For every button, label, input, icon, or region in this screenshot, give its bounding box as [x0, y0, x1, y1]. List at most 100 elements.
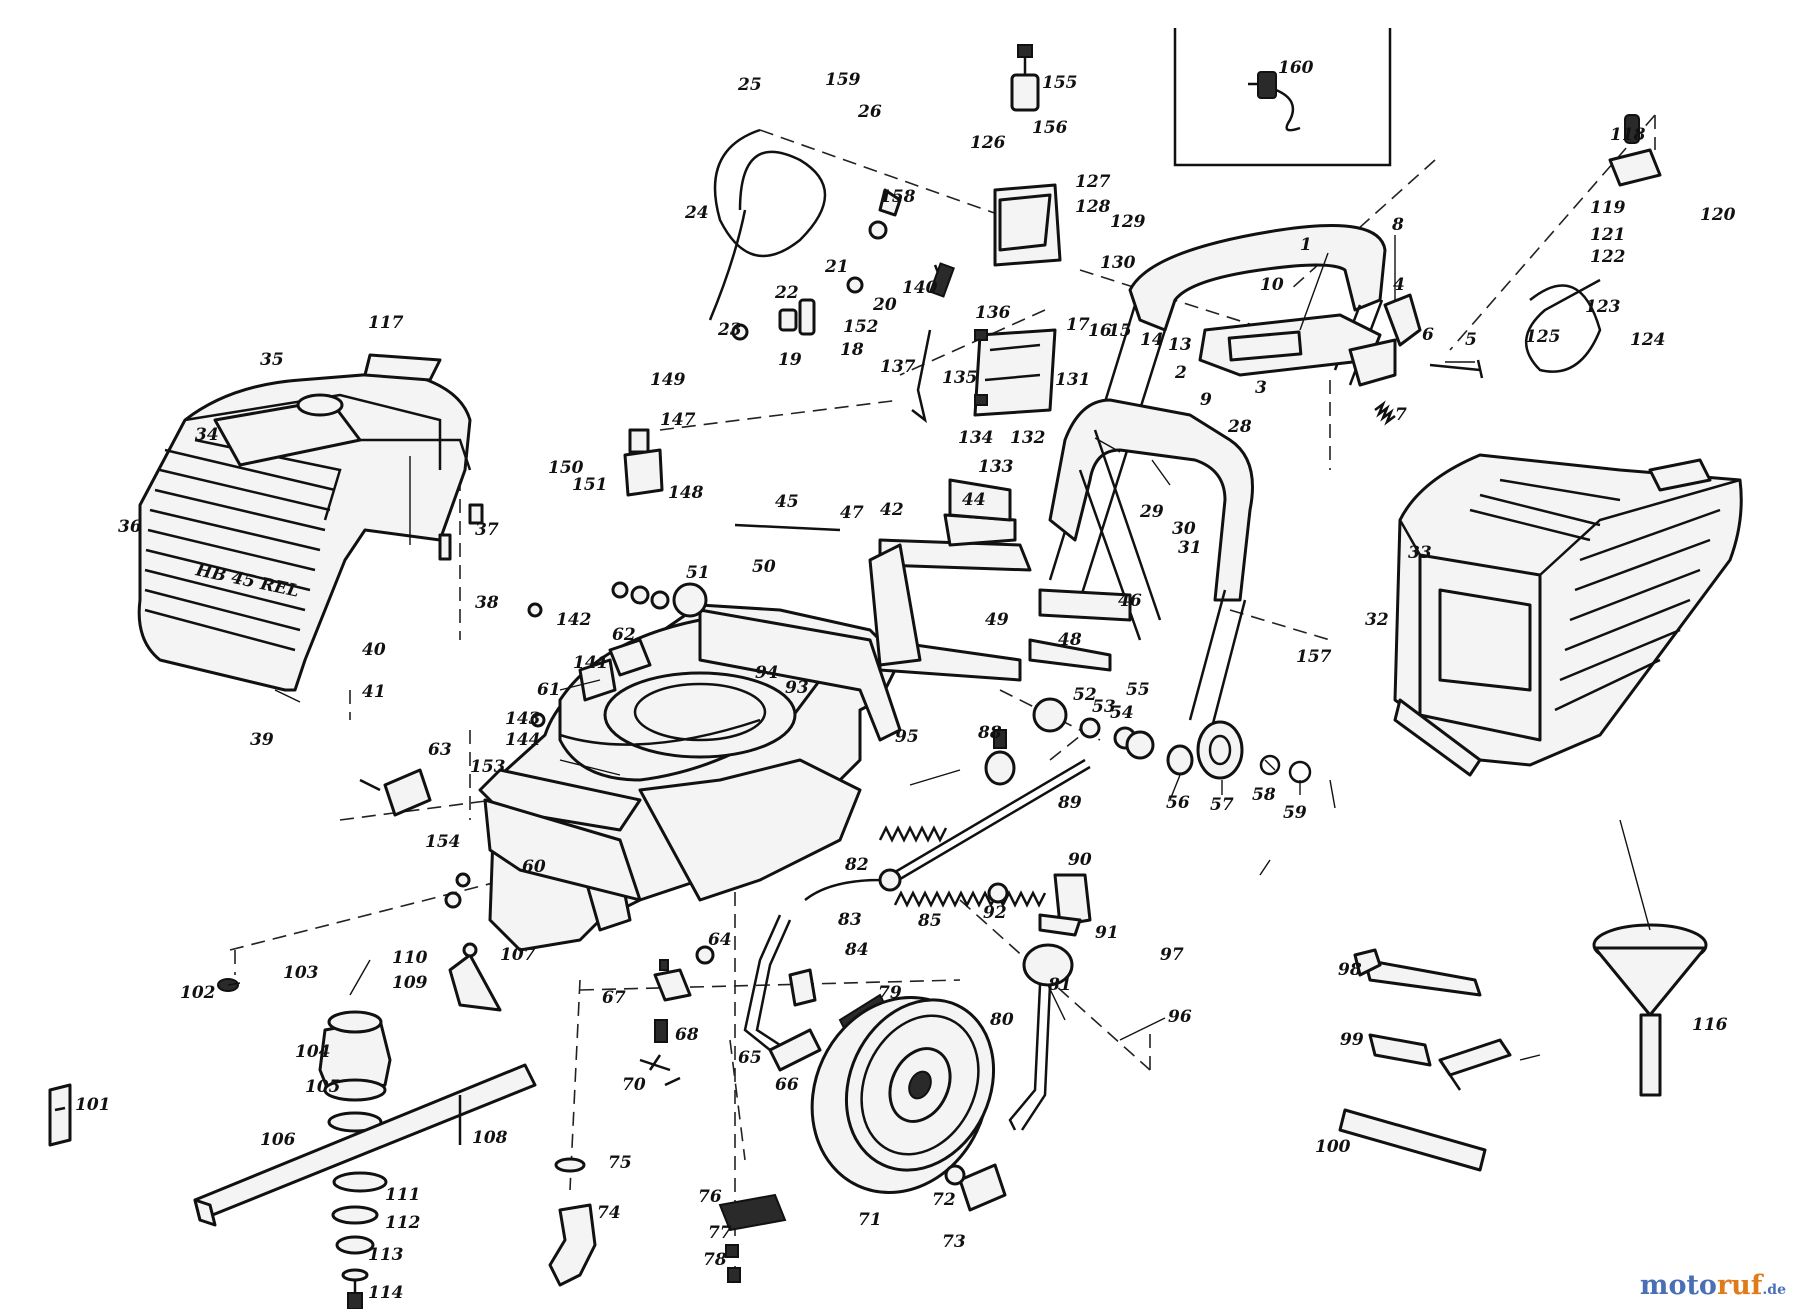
part-label-48: 48: [1058, 630, 1082, 650]
part-label-81: 81: [1047, 975, 1072, 995]
part-label-147: 147: [660, 410, 696, 430]
clamp-67: [653, 959, 692, 1002]
part-label-129: 129: [1110, 212, 1146, 232]
part-label-130: 130: [1100, 253, 1136, 273]
part-label-91: 91: [1095, 923, 1119, 943]
funnel-116: [1592, 923, 1708, 1097]
part-label-29: 29: [1139, 502, 1164, 522]
part-label-159: 159: [825, 70, 861, 90]
front-wheel-71: [810, 996, 996, 1194]
bracket-119: [1608, 114, 1662, 187]
part-label-6: 6: [1422, 325, 1434, 345]
part-label-40: 40: [362, 640, 386, 660]
motoruf-watermark: motoruf.de: [1640, 1270, 1786, 1301]
clamp-62: [578, 638, 652, 702]
part-label-14: 14: [1140, 330, 1164, 350]
part-label-85: 85: [917, 911, 942, 931]
part-label-10: 10: [1260, 275, 1284, 295]
part-label-32: 32: [1365, 610, 1389, 630]
part-label-119: 119: [1590, 198, 1626, 218]
lever-82: [804, 868, 902, 901]
part-label-101: 101: [75, 1095, 111, 1115]
part-label-55: 55: [1126, 680, 1150, 700]
part-label-41: 41: [362, 682, 386, 702]
part-label-15: 15: [1108, 321, 1132, 341]
part-label-2: 2: [1174, 363, 1187, 383]
part-label-105: 105: [305, 1077, 341, 1097]
spring-7: [1374, 400, 1396, 426]
watermark-part1: moto: [1639, 1270, 1717, 1301]
cable-140: [911, 262, 955, 424]
part-label-150: 150: [548, 458, 584, 478]
gear-52: [1032, 697, 1155, 760]
part-label-19: 19: [778, 350, 802, 370]
part-label-114: 114: [368, 1283, 404, 1303]
part-label-157: 157: [1296, 647, 1332, 667]
leader-lines: [227, 235, 1651, 1061]
part-label-54: 54: [1110, 703, 1134, 723]
rear-flap-60: [483, 798, 642, 902]
part-label-30: 30: [1172, 519, 1196, 539]
part-label-142: 142: [556, 610, 592, 630]
part-label-123: 123: [1585, 297, 1621, 317]
washers-111-113: [331, 1205, 379, 1309]
part-label-4: 4: [1393, 275, 1405, 295]
part-label-94: 94: [755, 663, 779, 683]
part-label-106: 106: [260, 1130, 296, 1150]
part-label-152: 152: [843, 317, 879, 337]
key-101: [48, 1083, 72, 1147]
part-label-131: 131: [1055, 370, 1091, 390]
part-label-49: 49: [985, 610, 1009, 630]
pipe-74: [548, 1157, 597, 1287]
part-label-22: 22: [774, 283, 799, 303]
part-label-35: 35: [260, 350, 284, 370]
part-label-132: 132: [1010, 428, 1046, 448]
part-label-47: 47: [840, 503, 864, 523]
part-label-21: 21: [824, 257, 849, 277]
part-label-151: 151: [572, 475, 608, 495]
part-label-160: 160: [1278, 58, 1314, 78]
blade-adapter-104: [318, 1010, 392, 1102]
part-label-18: 18: [840, 340, 864, 360]
part-label-57: 57: [1210, 795, 1234, 815]
charger-plug: [1248, 71, 1301, 132]
front-axle-bracket: [734, 478, 1132, 682]
part-label-153: 153: [470, 757, 506, 777]
part-label-149: 149: [650, 370, 686, 390]
part-label-63: 63: [428, 740, 452, 760]
part-label-44: 44: [962, 490, 986, 510]
part-label-155: 155: [1042, 73, 1078, 93]
lever-80: [1008, 943, 1074, 1131]
spacer-88: [984, 729, 1016, 786]
part-label-72: 72: [932, 1190, 956, 1210]
part-label-25: 25: [737, 75, 762, 95]
control-box-2: [1198, 313, 1382, 377]
part-label-13: 13: [1168, 335, 1192, 355]
gear-51: [611, 581, 708, 618]
lower-handle: [1048, 398, 1254, 736]
part-label-107: 107: [500, 945, 536, 965]
hubcap-73: [944, 1163, 1007, 1212]
part-label-90: 90: [1068, 850, 1092, 870]
part-label-17: 17: [1066, 315, 1090, 335]
part-label-59: 59: [1283, 803, 1307, 823]
detail-box-frame: [1173, 28, 1392, 167]
part-label-82: 82: [844, 855, 869, 875]
part-label-135: 135: [942, 368, 978, 388]
part-label-28: 28: [1227, 417, 1252, 437]
part-label-64: 64: [708, 930, 732, 950]
part-label-88: 88: [977, 723, 1002, 743]
tube-100: [1338, 1108, 1487, 1172]
small-parts-left: [623, 188, 902, 497]
part-label-26: 26: [857, 102, 882, 122]
part-label-111: 111: [385, 1185, 421, 1205]
part-label-126: 126: [970, 133, 1006, 153]
grass-box-cover: [137, 370, 472, 692]
part-label-121: 121: [1590, 225, 1626, 245]
cable-24: [708, 128, 827, 321]
part-label-3: 3: [1255, 378, 1267, 398]
part-label-76: 76: [698, 1187, 722, 1207]
part-label-109: 109: [392, 973, 428, 993]
part-label-33: 33: [1408, 543, 1432, 563]
